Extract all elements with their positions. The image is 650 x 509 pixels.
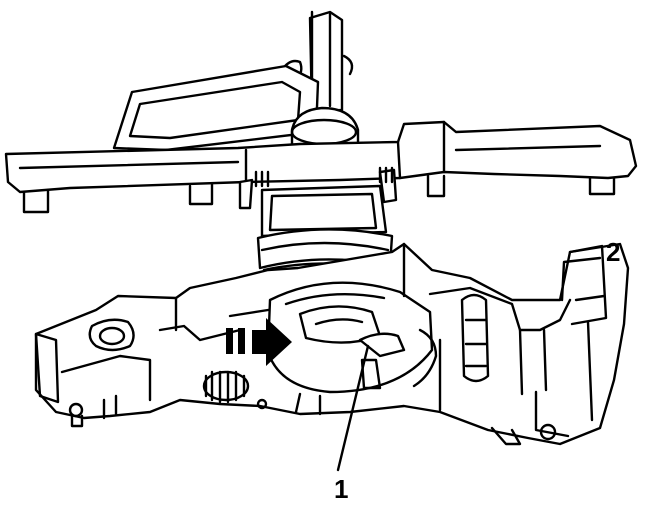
leader-line-1 [336, 344, 370, 472]
leader-lines [336, 256, 602, 472]
lever-base [290, 106, 360, 152]
crossbar [4, 120, 638, 214]
mechanism-body [34, 242, 630, 446]
callout-label-2: 2 [606, 237, 621, 267]
callout-label-1: 1 [334, 474, 349, 504]
leader-line-2 [560, 256, 602, 302]
arrow-right-icon [252, 318, 292, 366]
marker-bar-1 [226, 328, 233, 354]
marker-bar-2 [238, 328, 245, 354]
rear-plate [112, 64, 320, 152]
direction-marker [226, 318, 292, 366]
